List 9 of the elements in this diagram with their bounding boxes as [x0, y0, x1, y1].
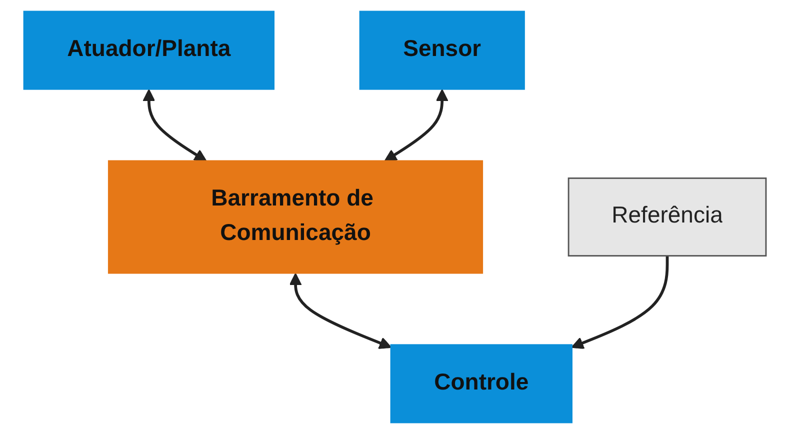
node-box: Sensor	[359, 10, 525, 90]
node-box: Controle	[390, 344, 572, 424]
arrow	[142, 89, 207, 162]
node-box: Atuador/Planta	[23, 10, 274, 90]
arrow	[289, 273, 392, 349]
node-box: Barramento de Comunicação	[108, 160, 484, 274]
node-box: Referência	[568, 177, 767, 257]
arrow	[384, 89, 448, 162]
arrow	[571, 256, 669, 349]
